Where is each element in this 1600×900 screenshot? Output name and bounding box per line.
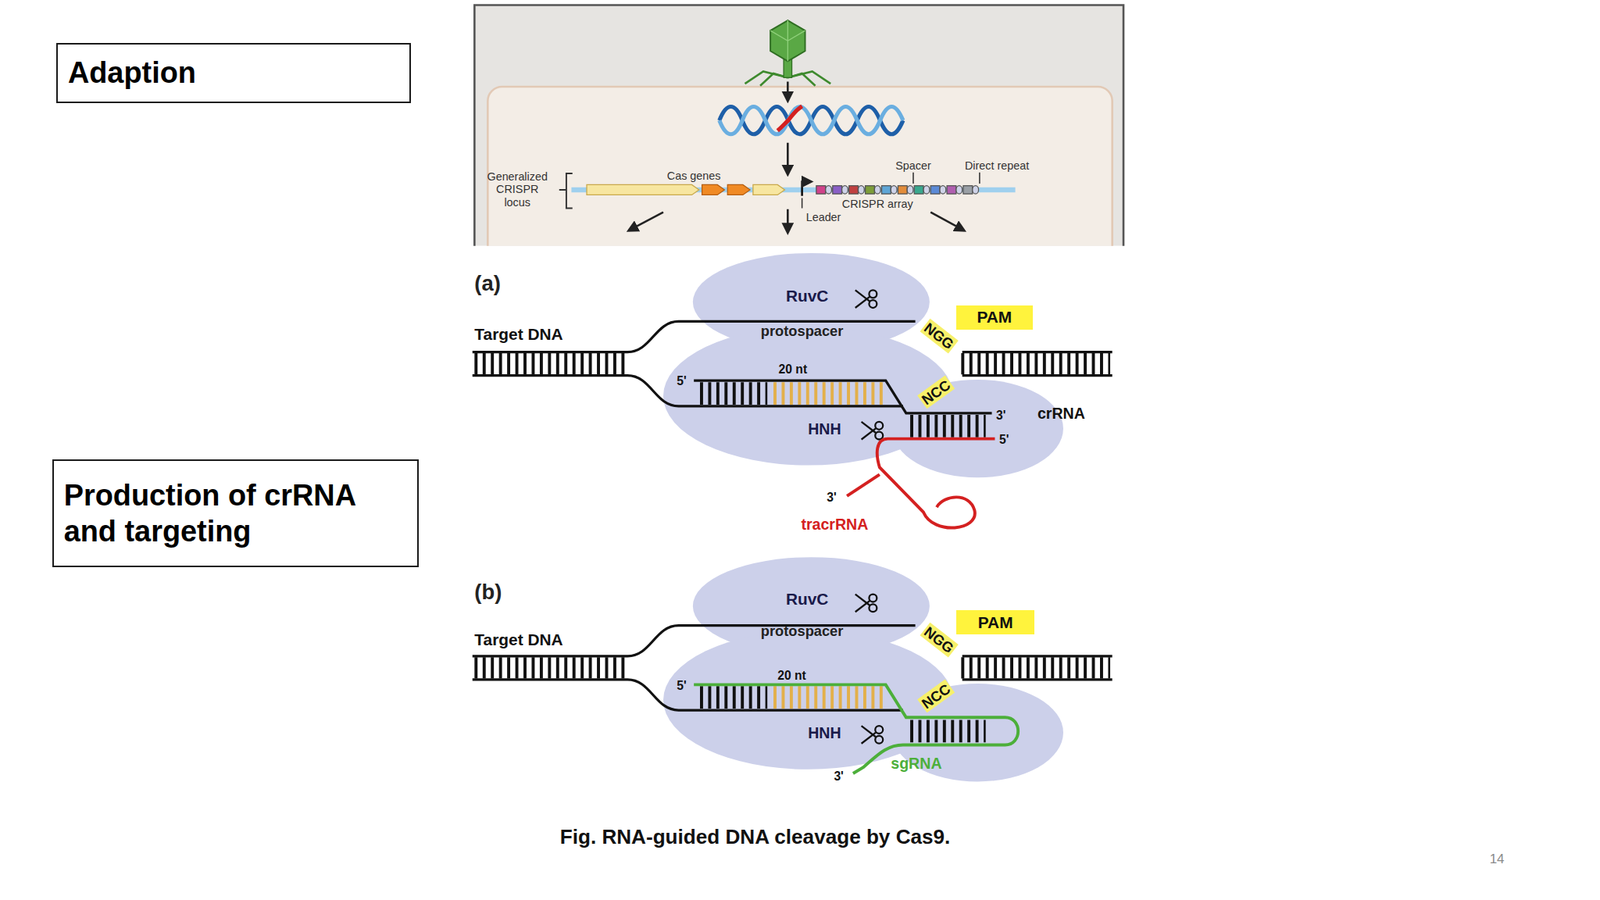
stage-box: Production of crRNA and targeting [52,459,419,568]
motif-label: NGG [919,622,958,658]
region-label: protospacer [760,623,844,640]
domain-label: RuvC [785,286,829,306]
end-label: 3' [833,769,843,784]
rna-label: tracrRNA [800,515,868,534]
flow-arrow [786,81,790,101]
sgrna [693,684,1018,774]
cell-outline [487,86,1112,247]
pam-tag: PAM [956,305,1033,330]
end-label: 5' [676,678,686,693]
flow-arrow [628,209,965,233]
length-label: 20 nt [778,362,808,377]
panel-letter: (a) [474,271,501,297]
region-label: protospacer [760,323,844,340]
strand-label: Target DNA [474,630,563,650]
array-label: Direct repeat [964,158,1029,172]
domain-label: HNH [807,724,841,743]
stage-title: Production of crRNA and targeting [64,477,408,550]
array-label: CRISPR array [842,197,914,211]
rna-label: sgRNA [890,754,942,773]
stage-box: Adaption [56,42,412,104]
phage [744,20,831,86]
dna-helix [719,106,904,135]
array-label: Spacer [895,158,932,172]
domain-label: HNH [807,419,841,438]
figure-caption: Fig. RNA-guided DNA cleavage by Cas9. [560,825,951,849]
strand-label: Target DNA [474,325,563,344]
motif-label: NGG [919,317,958,354]
end-label: 3' [826,490,836,505]
length-label: 20 nt [777,668,807,683]
pam-label: PAM [976,307,1012,327]
leader-label: Leader [806,210,842,225]
stage-title: Adaption [67,54,400,91]
page-number: 14 [1489,851,1505,868]
flow-arrow [786,142,790,175]
rna-label: crRNA [1037,404,1086,423]
pam-tag: PAM [956,610,1036,635]
crrna-tracrrna [693,380,995,528]
gene-label: Cas genes [667,168,722,183]
end-label: 5' [999,432,1009,447]
domain-label: RuvC [785,589,829,609]
crispr-locus [559,172,1016,209]
cas9-complex [472,253,1113,478]
end-label: 3' [996,408,1006,423]
panel-frame [474,5,1124,247]
pam-label: PAM [978,613,1014,633]
cas9-complex [472,557,1113,782]
locus-label: Generalized CRISPR locus [484,170,550,210]
end-label: 5' [676,374,686,389]
crispr-locus-panel [474,5,1124,247]
panel-letter: (b) [474,579,502,605]
